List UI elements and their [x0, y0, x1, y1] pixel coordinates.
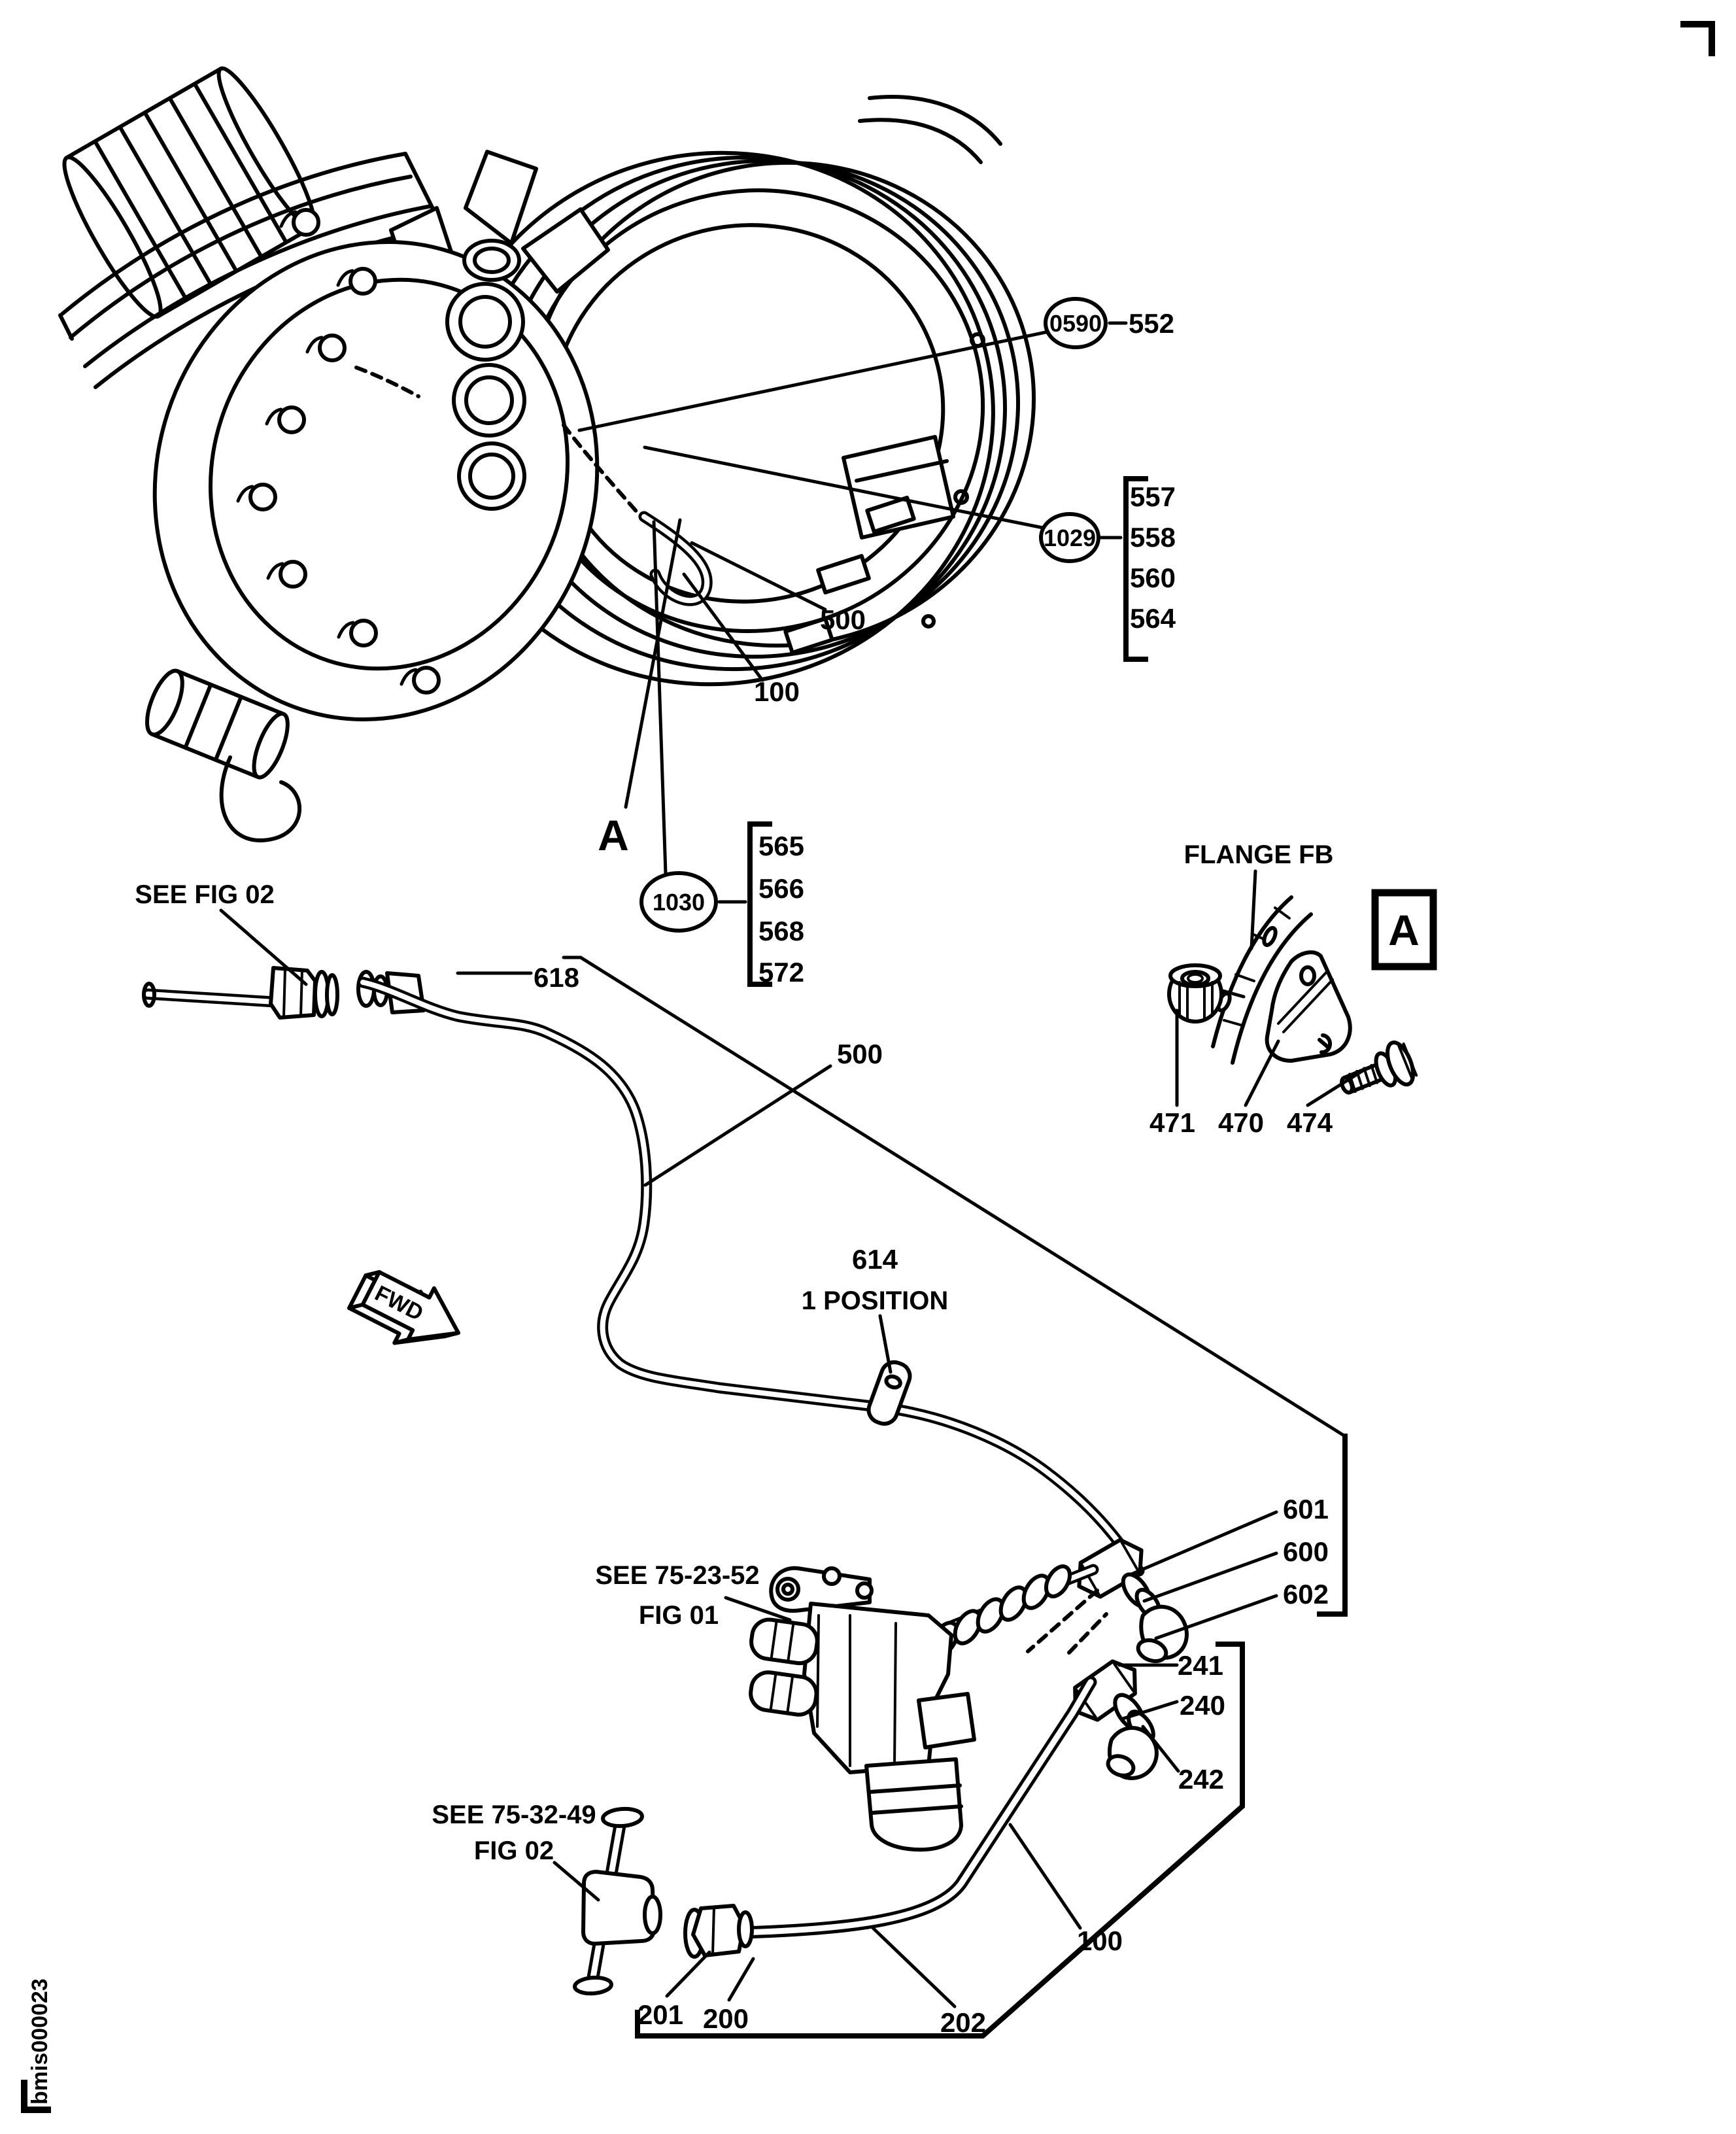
note-fig-02: FIG 02 [474, 1836, 554, 1865]
corner-mark-top-right [1680, 21, 1715, 56]
engine-assembly [58, 66, 1036, 842]
callout-circles: 0590 1029 1030 [639, 297, 1128, 933]
bracket-arm [769, 1566, 872, 1613]
flare-nut-200 [683, 1904, 754, 1959]
note-see-75-23-52: SEE 75-23-52 [595, 1561, 759, 1590]
elbow-fitting-600 [1026, 1538, 1189, 1663]
label-242: 242 [1178, 1764, 1224, 1795]
elbow-fitting-240 [1067, 1612, 1159, 1780]
label-240: 240 [1180, 1690, 1225, 1721]
detail-a-box-label: A [1388, 906, 1420, 954]
t-fitting [573, 1806, 662, 1996]
hook [219, 755, 302, 842]
clamp-614 [866, 1360, 912, 1426]
label-202: 202 [940, 2007, 986, 2038]
corner-mark-bottom-left [21, 2080, 51, 2113]
hidden-pipe-a [354, 366, 420, 398]
label-201: 201 [638, 1999, 683, 2030]
watermark: bmis000023 [27, 1978, 52, 2105]
label-572: 572 [758, 957, 804, 988]
label-flange-fb: FLANGE FB [1184, 840, 1334, 869]
callout-1030: 1030 [653, 889, 705, 916]
pipe-500-assembly [142, 966, 1145, 1577]
label-558: 558 [1130, 522, 1176, 553]
callout-circle-0590 [1044, 297, 1108, 349]
label-564: 564 [1130, 603, 1176, 634]
bracket-1029-group [1123, 476, 1148, 662]
lower-cylinder [864, 1757, 963, 1852]
leader-lines [219, 330, 1366, 2008]
label-471: 471 [1149, 1107, 1195, 1138]
callout-1029: 1029 [1044, 525, 1096, 551]
valve-assembly [749, 1564, 1099, 1852]
label-100-engine: 100 [754, 676, 800, 707]
note-see-fig-02: SEE FIG 02 [135, 880, 274, 909]
label-200: 200 [703, 2003, 749, 2034]
mating-fitting [142, 966, 339, 1020]
frame-marks: bmis000023 [21, 21, 1715, 2113]
flange-detail [1167, 895, 1418, 1095]
bracket-600-group [1317, 1434, 1348, 1617]
label-566: 566 [758, 873, 804, 904]
label-500-tube: 500 [837, 1039, 883, 1069]
hidden-pipe-b [562, 423, 645, 521]
label-500-engine: 500 [820, 604, 866, 635]
label-618: 618 [534, 962, 579, 993]
label-601: 601 [1283, 1494, 1329, 1524]
detail-a-box: A [1371, 889, 1437, 971]
pipe-100-assembly [573, 1676, 1097, 1996]
label-470: 470 [1218, 1107, 1264, 1138]
bolt-474 [1340, 1041, 1418, 1095]
label-568: 568 [758, 916, 804, 946]
label-602: 602 [1283, 1579, 1329, 1609]
starter [145, 668, 290, 780]
label-614: 614 [852, 1244, 898, 1275]
note-fig-01: FIG 01 [639, 1601, 719, 1630]
ports [445, 239, 526, 511]
label-552: 552 [1129, 308, 1174, 339]
label-474: 474 [1287, 1107, 1333, 1138]
callout-circle-1030 [639, 871, 718, 933]
part-labels: 552 557 558 560 564 500 100 A 565 566 56… [135, 308, 1333, 2038]
bracket-1030-group [747, 821, 772, 987]
label-565: 565 [758, 831, 804, 861]
nut-471 [1167, 963, 1246, 1024]
bolt-holes [236, 208, 441, 695]
label-241: 241 [1178, 1650, 1223, 1681]
label-600: 600 [1283, 1536, 1329, 1567]
left-cylinders [749, 1617, 819, 1717]
tube-500 [357, 976, 1145, 1577]
callout-circle-1029 [1039, 512, 1100, 563]
label-100-tube: 100 [1077, 1925, 1123, 1956]
detail-a-marker: A [598, 811, 629, 859]
group-brackets [635, 476, 1348, 2039]
label-1-position: 1 POSITION [802, 1286, 949, 1315]
label-557: 557 [1130, 481, 1176, 512]
note-see-75-32-49: SEE 75-32-49 [432, 1800, 596, 1829]
label-560: 560 [1130, 562, 1176, 593]
bracket-240-200-group [635, 1642, 1245, 2039]
callout-0590: 0590 [1049, 310, 1102, 337]
fwd-arrow: FWD [347, 1270, 460, 1345]
